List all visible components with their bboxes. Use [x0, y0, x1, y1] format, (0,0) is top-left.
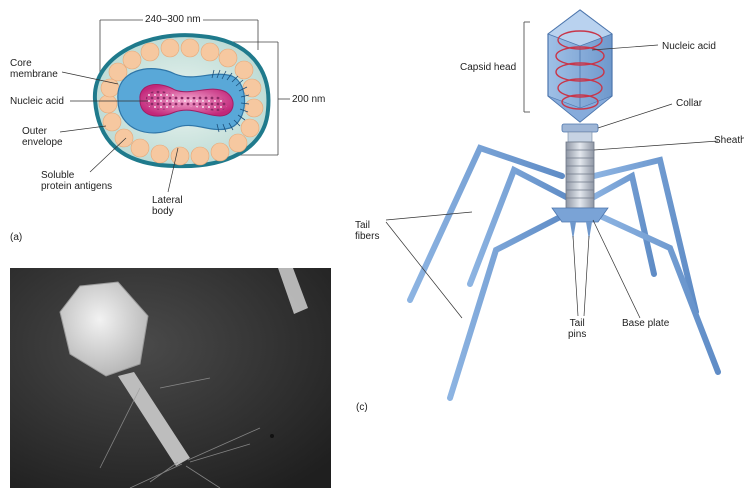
label-core-membrane: Core membrane: [10, 58, 58, 80]
label-outer-envelope: Outer envelope: [22, 126, 63, 148]
panel-letter-a: (a): [10, 232, 22, 243]
bacteriophage-diagram: [340, 0, 744, 420]
label-nucleic-acid-a: Nucleic acid: [10, 96, 64, 107]
label-tail-pins: Tail pins: [568, 318, 586, 340]
label-dimension-width: 240–300 nm: [143, 14, 203, 25]
capsid-head: [548, 10, 612, 122]
label-soluble-protein-antigens: Soluble protein antigens: [41, 170, 112, 192]
label-base-plate: Base plate: [622, 318, 669, 329]
label-lateral-body: Lateral body: [152, 195, 183, 217]
label-tail-fibers: Tail fibers: [355, 220, 379, 242]
label-dimension-height: 200 nm: [292, 94, 325, 105]
capsid-bracket: [524, 22, 530, 112]
label-capsid-head: Capsid head: [460, 62, 516, 73]
panel-letter-c: (c): [356, 402, 368, 413]
tail-fibers: [410, 148, 718, 398]
base-plate: [552, 208, 608, 240]
label-nucleic-acid-c: Nucleic acid: [662, 41, 716, 52]
collar: [562, 124, 598, 142]
sheath: [566, 142, 594, 208]
electron-micrograph: [10, 268, 331, 488]
label-sheath: Sheath: [714, 135, 744, 146]
label-collar: Collar: [676, 98, 702, 109]
micrograph-image: [10, 268, 331, 488]
